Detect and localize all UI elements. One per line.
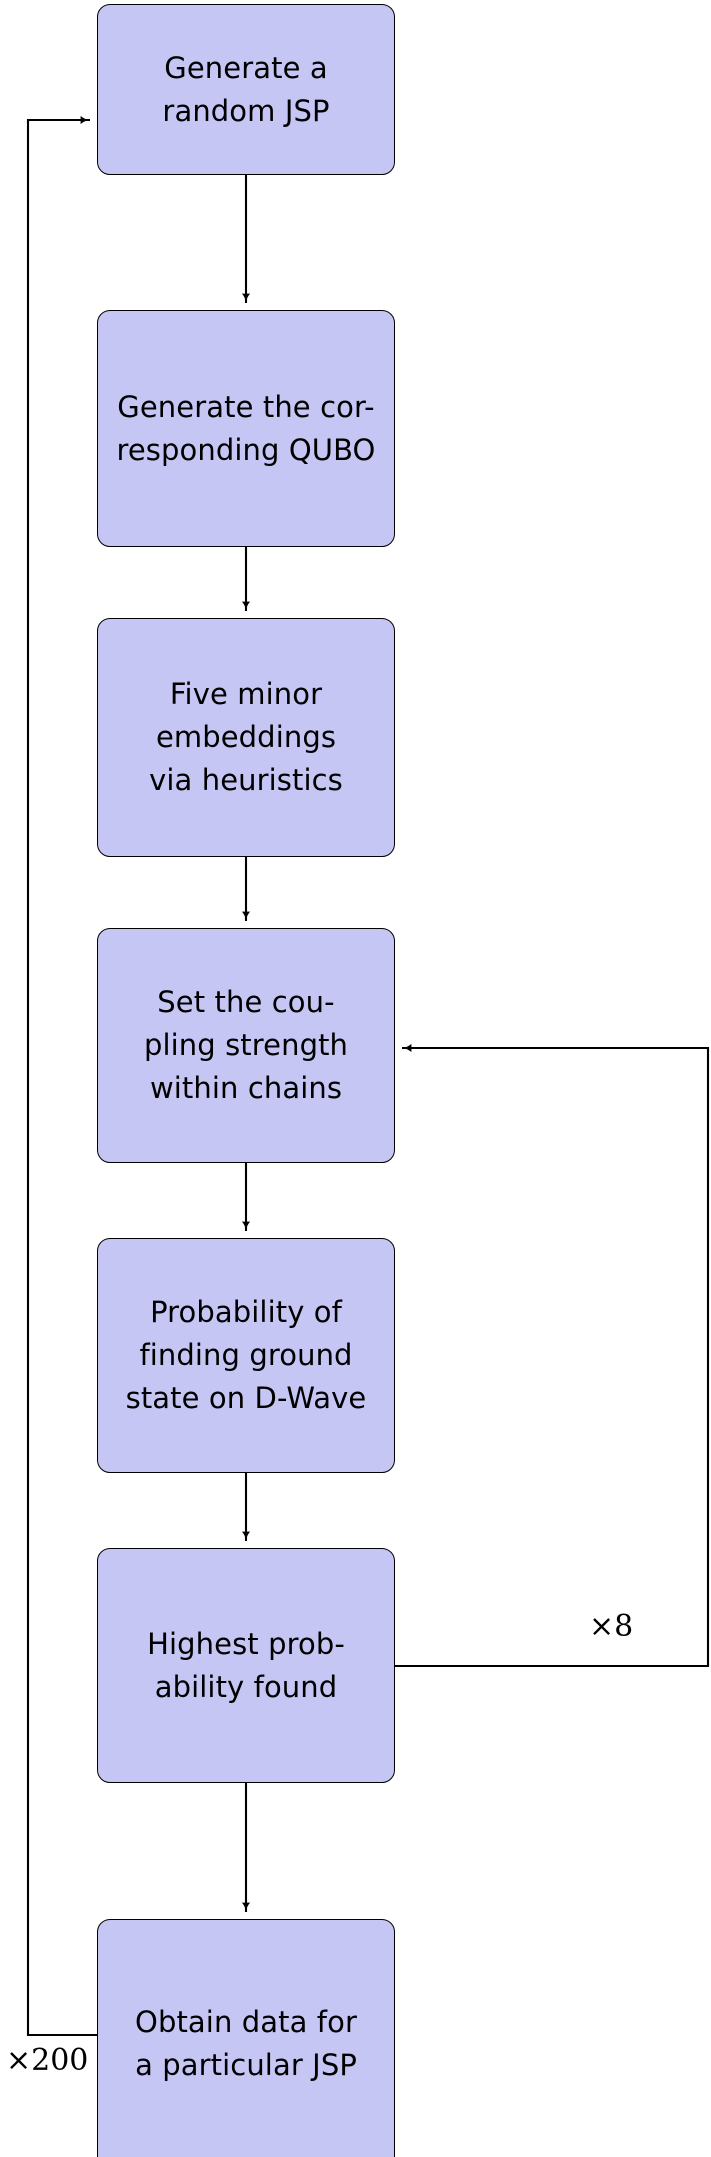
node-line: pling strength — [143, 1028, 349, 1062]
node-line: responding QUBO — [116, 432, 376, 467]
node-line: embeddings — [155, 720, 337, 754]
node-line: within chains — [149, 1071, 343, 1105]
node-obtain-data[interactable]: Obtain data for a particular JSP — [97, 1919, 395, 2157]
node-line: state on D-Wave — [125, 1381, 367, 1415]
node-minor-embeddings[interactable]: Five minor embeddings via heuristics — [97, 618, 395, 857]
edge-loop-x200 — [26, 115, 97, 2037]
node-line: finding ground — [139, 1338, 353, 1372]
loop-label-x200: ×200 — [6, 2043, 89, 2078]
node-line: a particular JSP — [135, 2048, 357, 2082]
node-line: Probability of — [150, 1295, 342, 1329]
node-ground-state-probability[interactable]: Probability of finding ground state on D… — [97, 1238, 395, 1473]
node-line: Generate the cor- — [117, 389, 375, 424]
node-line: Highest prob- — [147, 1626, 345, 1661]
node-line: random JSP — [162, 93, 330, 128]
node-line: Five minor — [169, 677, 323, 711]
node-generate-jsp[interactable]: Generate a random JSP — [97, 4, 395, 175]
node-line: Generate a — [164, 50, 328, 85]
edge-loop-x8 — [395, 1043, 710, 1668]
node-generate-qubo[interactable]: Generate the cor- responding QUBO — [97, 310, 395, 547]
loop-label-x8: ×8 — [589, 1609, 634, 1644]
node-line: Obtain data for — [135, 2005, 357, 2039]
node-coupling-strength[interactable]: Set the cou- pling strength within chain… — [97, 928, 395, 1163]
node-highest-probability[interactable]: Highest prob- ability found — [97, 1548, 395, 1783]
node-line: via heuristics — [149, 763, 343, 797]
node-line: ability found — [154, 1669, 338, 1704]
node-line: Set the cou- — [157, 985, 335, 1019]
